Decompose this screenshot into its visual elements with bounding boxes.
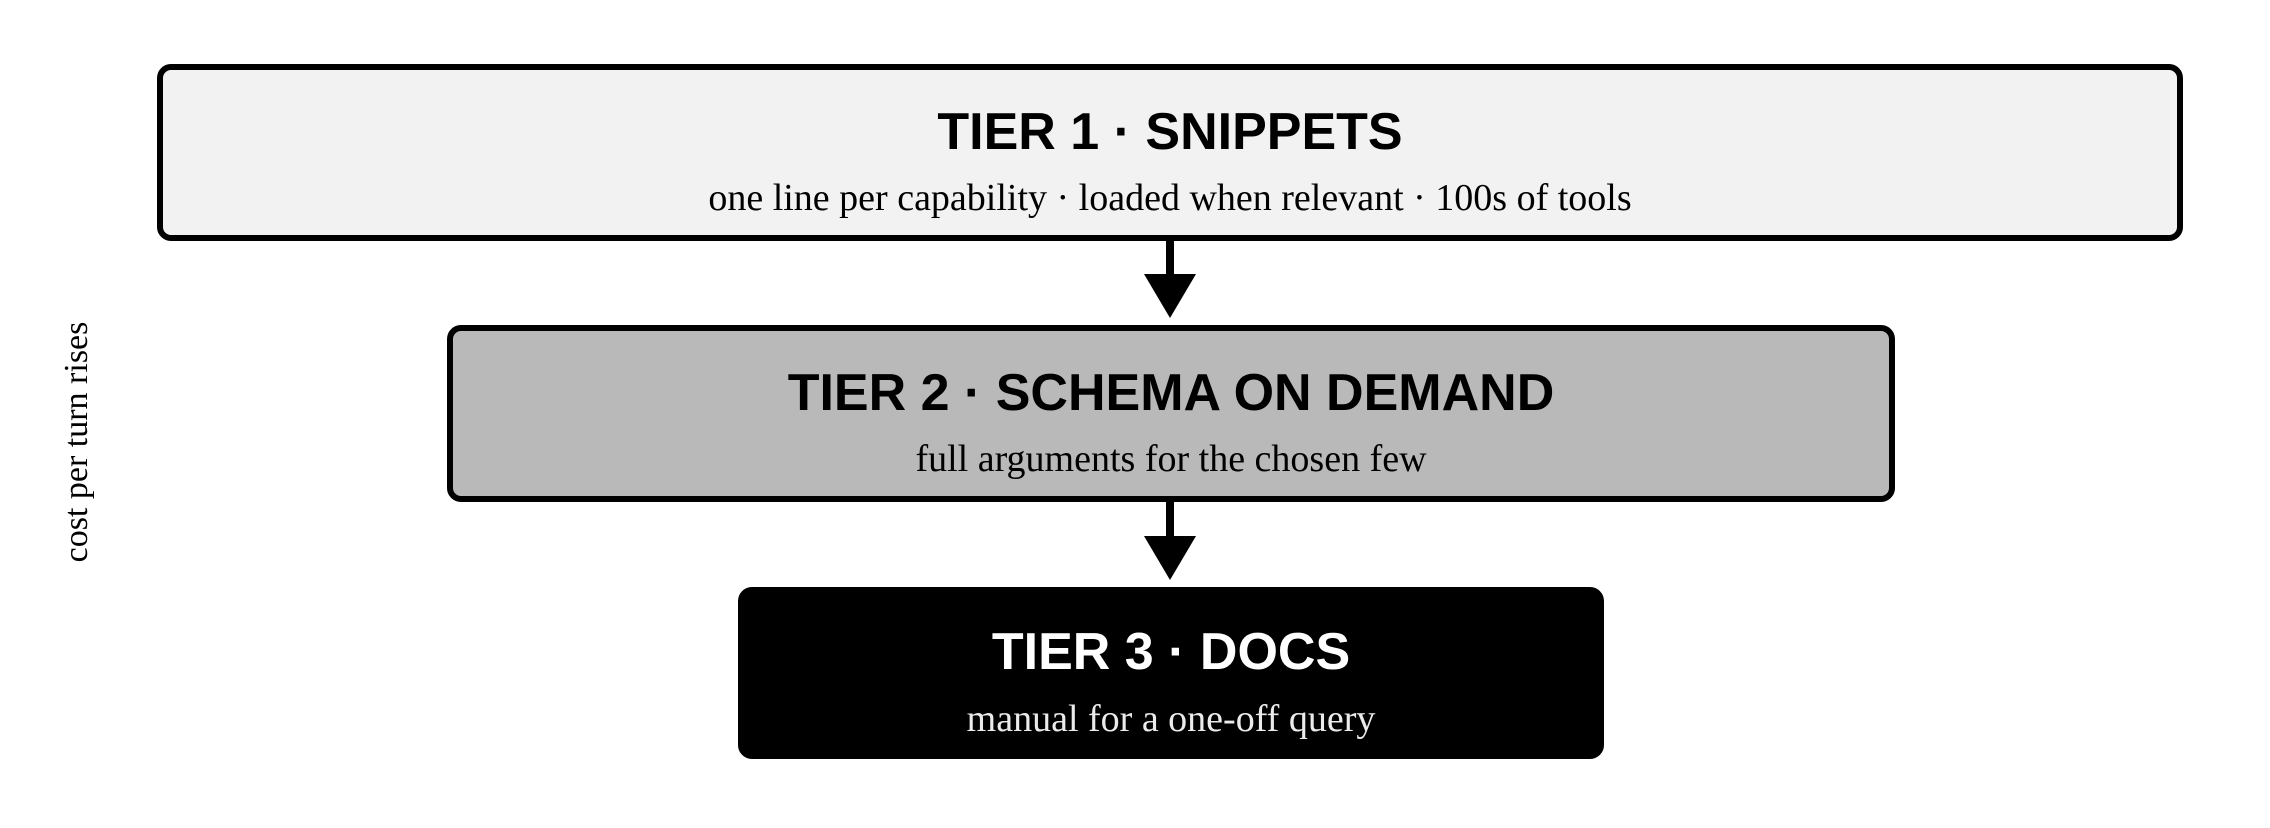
tier-1-description: one line per capability · loaded when re… (708, 177, 1632, 219)
tier-2-box: TIER 2 · SCHEMA ON DEMAND full arguments… (447, 325, 1895, 502)
tier-3-description: manual for a one-off query (966, 698, 1376, 740)
tier-1-title: TIER 1 · SNIPPETS (937, 103, 1403, 161)
tier-2-description: full arguments for the chosen few (915, 438, 1427, 480)
tier-3-title: TIER 3 · DOCS (991, 623, 1351, 681)
tier-3-box: TIER 3 · DOCS manual for a one-off query (738, 587, 1604, 759)
tier-2-title: TIER 2 · SCHEMA ON DEMAND (787, 364, 1555, 422)
cost-axis-label: cost per turn rises (58, 321, 95, 563)
arrow-down-icon (1144, 241, 1196, 318)
tier-1-box: TIER 1 · SNIPPETS one line per capabilit… (157, 64, 2183, 241)
arrow-down-icon (1144, 502, 1196, 580)
